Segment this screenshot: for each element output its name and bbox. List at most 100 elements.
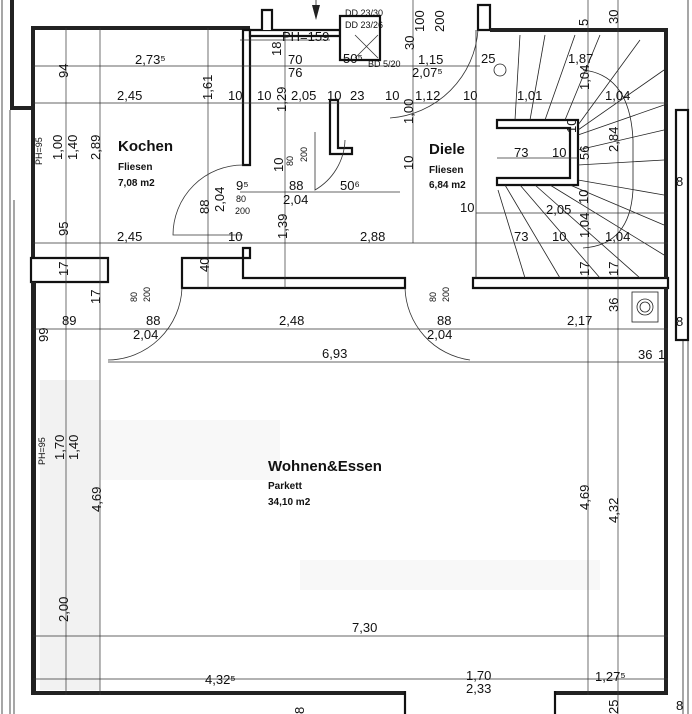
dimension-label: 25 (606, 700, 621, 714)
dimension-label: 2,05 (546, 202, 571, 217)
dimension-label: 4,69 (577, 485, 592, 510)
dimension-label: 2,04 (283, 192, 308, 207)
dimension-label: 2,88 (360, 229, 385, 244)
dimension-label: 1,00 (50, 135, 65, 160)
dimension-label: 2,84 (606, 127, 621, 152)
dimension-label: 2,48 (279, 313, 304, 328)
dimension-label: 1,00 (401, 99, 416, 124)
door-swings (107, 0, 479, 361)
dimension-label: 30 (606, 10, 621, 24)
dimension-label: 4,69 (89, 487, 104, 512)
walls (10, 0, 690, 714)
dimension-label: 10 (271, 158, 286, 172)
dimension-label: 2,73⁵ (135, 52, 166, 67)
dimension-label: 1,15 (418, 52, 443, 67)
dimension-label: 2,89 (88, 135, 103, 160)
dimension-label: 56 (577, 146, 592, 160)
dimension-label: 89 (62, 313, 76, 328)
room-area: 6,84 m2 (429, 180, 466, 191)
dimension-label: 9⁵ (236, 178, 249, 193)
dimension-label: 2,05 (291, 88, 316, 103)
dimension-label: 2,04 (133, 327, 158, 342)
dimension-label: 1,04 (605, 229, 630, 244)
dimension-label: 76 (288, 65, 302, 80)
dimension-label: 10 (327, 88, 341, 103)
dimension-label: 10 (385, 88, 399, 103)
room-wohnen-essen: Wohnen&Essen Parkett 34,10 m2 (268, 458, 382, 508)
dimension-label: 17 (56, 262, 71, 276)
dimension-label: 95 (56, 222, 71, 236)
dimension-label: 36 (638, 347, 652, 362)
dimension-label: PH=95 (37, 437, 47, 465)
dimension-label: 10 (463, 88, 477, 103)
dimension-label: 73 (514, 145, 528, 160)
room-kochen: Kochen Fliesen 7,08 m2 (118, 138, 173, 189)
dimension-label: 1,87 (568, 51, 593, 66)
dimension-label: 2,04 (427, 327, 452, 342)
room-area: 7,08 m2 (118, 178, 155, 189)
room-name: Kochen (118, 138, 173, 155)
dimension-label: 8 (676, 314, 683, 329)
dimension-label: 88 (289, 178, 303, 193)
dimension-label: 2,04 (212, 187, 227, 212)
dimension-label: DD 23/26 (345, 20, 383, 30)
dimension-label: 88 (437, 313, 451, 328)
room-floor: Parkett (268, 481, 303, 492)
dimension-label: 1,04 (577, 213, 592, 238)
dimension-label: 10 (228, 229, 242, 244)
room-name: Wohnen&Essen (268, 458, 382, 475)
dimension-label: 88 (146, 313, 160, 328)
dimension-label: 10 (564, 119, 579, 133)
dimension-label: 2,45 (117, 88, 142, 103)
room-floor: Fliesen (429, 165, 463, 176)
dimension-label: PH=95 (34, 137, 44, 165)
dimension-label: 1,70 (466, 668, 491, 683)
dimension-label: 1,39 (275, 214, 290, 239)
dimension-label: 8 (292, 707, 307, 714)
dimension-label: 10 (576, 190, 591, 204)
dimension-label: 17 (606, 262, 621, 276)
dimension-lines (33, 0, 668, 714)
dimension-label: 80 (129, 292, 139, 302)
dimension-label: 1,01 (517, 88, 542, 103)
dimension-label: 70 (288, 52, 302, 67)
dimension-label: 7,30 (352, 620, 377, 635)
dimension-label: 80 (285, 156, 295, 166)
dimension-label: 1,12 (415, 88, 440, 103)
dimension-label: 25 (481, 51, 495, 66)
dimension-label: 50⁶ (340, 178, 360, 193)
dimension-label: 6,93 (322, 346, 347, 361)
dimension-label: 200 (299, 147, 309, 162)
dimension-label: 18 (269, 42, 284, 56)
dimension-label: 94 (56, 64, 71, 78)
dimension-label: 2,45 (117, 229, 142, 244)
dimension-label: 80 (428, 292, 438, 302)
dimension-label: 200 (235, 206, 250, 216)
dimension-label: 1 (658, 347, 665, 362)
parquet-stipple (40, 380, 600, 690)
dimension-label: 8 (676, 174, 683, 189)
dimension-label: 2,07⁵ (412, 65, 443, 80)
dimension-label: 2,33 (466, 681, 491, 696)
dimension-label: 36 (606, 298, 621, 312)
dimension-label: 2,17 (567, 313, 592, 328)
dimension-label: 1,61 (200, 75, 215, 100)
dimension-label: 30 (402, 36, 417, 50)
dimension-label: 80 (236, 194, 246, 204)
dimension-label: 10 (401, 156, 416, 170)
dimension-label: 17 (88, 290, 103, 304)
dimension-label: 4,32 (606, 498, 621, 523)
dimension-label: 10 (228, 88, 242, 103)
dimension-label: 1,29 (274, 87, 289, 112)
dimension-label: 1,70 (52, 435, 67, 460)
dimension-label: 4,32⁵ (205, 672, 236, 687)
dimension-label: 10 (552, 145, 566, 160)
room-diele: Diele Fliesen 6,84 m2 (429, 141, 466, 191)
room-floor: Fliesen (118, 162, 152, 173)
room-name: Diele (429, 141, 465, 158)
dimension-label: 1,40 (65, 135, 80, 160)
dimension-label: 40 (197, 258, 212, 272)
dimension-label: DD 23/30 (345, 8, 383, 18)
dimension-label: 88 (197, 200, 212, 214)
